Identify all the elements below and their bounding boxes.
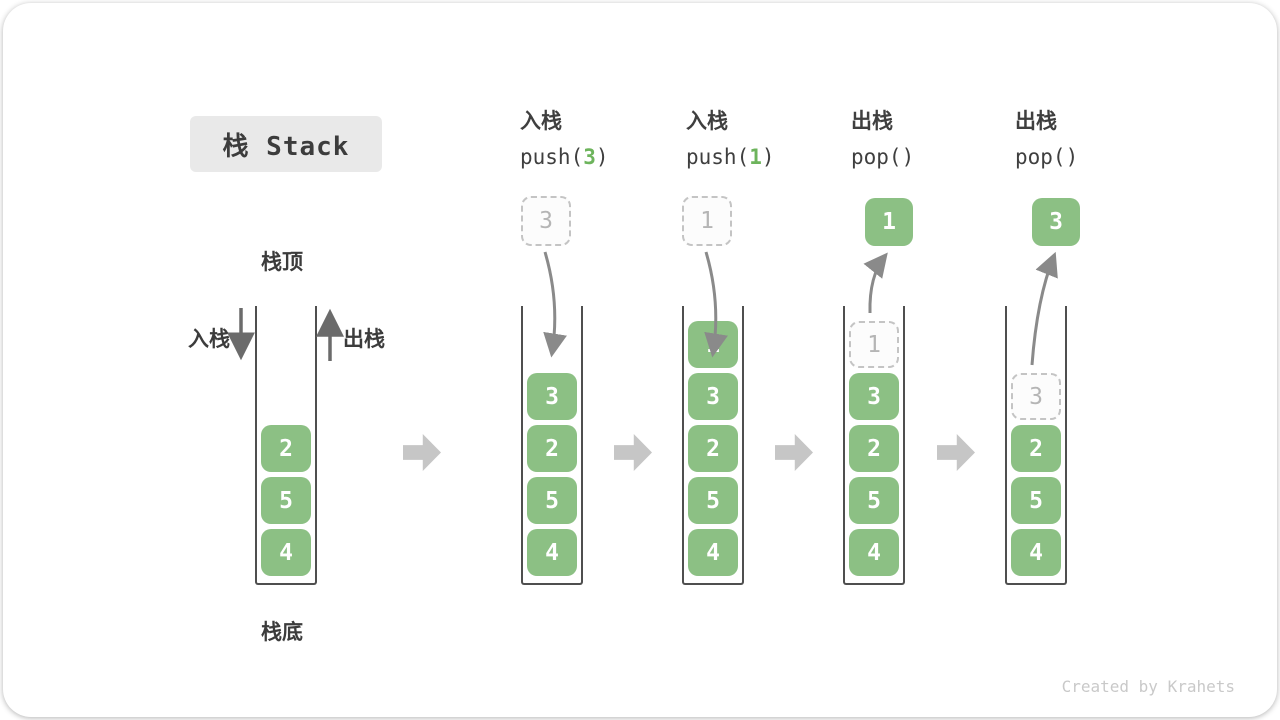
- pop-arrow-icon: [863, 252, 888, 314]
- op-name: 入栈: [686, 110, 728, 133]
- stack-cell: 2: [1011, 425, 1061, 472]
- code-text: ): [901, 145, 915, 169]
- op-name: 出栈: [1015, 110, 1057, 133]
- code-arg: 3: [583, 145, 596, 169]
- incoming-cell: 1: [682, 196, 732, 246]
- diagram-title: 栈 Stack: [190, 116, 382, 172]
- op-code: push(3): [520, 144, 670, 170]
- pop-side-label: 出栈: [343, 328, 385, 351]
- stack-cell: 3: [527, 373, 577, 420]
- code-text: ): [761, 145, 775, 169]
- stack-cell: 4: [527, 529, 577, 576]
- flow-arrow-icon: [775, 434, 813, 471]
- stack-cell: 3: [688, 373, 738, 420]
- code-text: ): [1065, 145, 1079, 169]
- op-name: 入栈: [520, 110, 562, 133]
- op-name: 出栈: [851, 110, 893, 133]
- removed-cell-placeholder: 3: [1011, 373, 1061, 420]
- incoming-cell: 3: [521, 196, 571, 246]
- popped-cell: 3: [1032, 198, 1080, 246]
- removed-cell-placeholder: 1: [849, 321, 899, 368]
- stack-cell: 5: [261, 477, 311, 524]
- stack-cell: 4: [261, 529, 311, 576]
- code-text: pop(: [851, 145, 902, 169]
- diagram-title-label: 栈 Stack: [222, 131, 350, 162]
- popped-cell: 1: [865, 198, 913, 246]
- op-header-pop-1: 出栈 pop(): [851, 109, 1001, 170]
- op-code: pop(): [1015, 144, 1165, 170]
- stack-diagram: 栈 Stack 入栈 push(3) 入栈 push(1) 出栈 pop() 出…: [3, 3, 1277, 717]
- stack-cell: 5: [688, 477, 738, 524]
- code-text: push(: [686, 145, 750, 169]
- op-code: push(1): [686, 144, 836, 170]
- stack-cell: 3: [849, 373, 899, 420]
- code-text: ): [595, 145, 609, 169]
- stack-top-label: 栈顶: [261, 251, 303, 274]
- stack-cell: 2: [527, 425, 577, 472]
- stack-cell: 4: [1011, 529, 1061, 576]
- code-text: pop(: [1015, 145, 1066, 169]
- diagram-card: 栈 Stack 入栈 push(3) 入栈 push(1) 出栈 pop() 出…: [3, 3, 1277, 717]
- op-header-pop-2: 出栈 pop(): [1015, 109, 1165, 170]
- stack-bottom-label: 栈底: [261, 621, 303, 644]
- stack-cell: 5: [1011, 477, 1061, 524]
- stack-cell: 4: [849, 529, 899, 576]
- code-arg: 1: [749, 145, 762, 169]
- code-text: push(: [520, 145, 584, 169]
- op-header-push-1: 入栈 push(1): [686, 109, 836, 170]
- watermark: Created by Krahets: [1061, 677, 1235, 696]
- flow-arrow-icon: [614, 434, 652, 471]
- stack-cell: 5: [527, 477, 577, 524]
- stack-cell: 5: [849, 477, 899, 524]
- flow-arrow-icon: [937, 434, 975, 471]
- stack-cell: 4: [688, 529, 738, 576]
- push-side-label: 入栈: [188, 328, 230, 351]
- stack-cell: 2: [688, 425, 738, 472]
- stack-cell: 1: [688, 321, 738, 368]
- op-code: pop(): [851, 144, 1001, 170]
- op-header-push-3: 入栈 push(3): [520, 109, 670, 170]
- flow-arrow-icon: [403, 434, 441, 471]
- stack-cell: 2: [261, 425, 311, 472]
- stack-cell: 2: [849, 425, 899, 472]
